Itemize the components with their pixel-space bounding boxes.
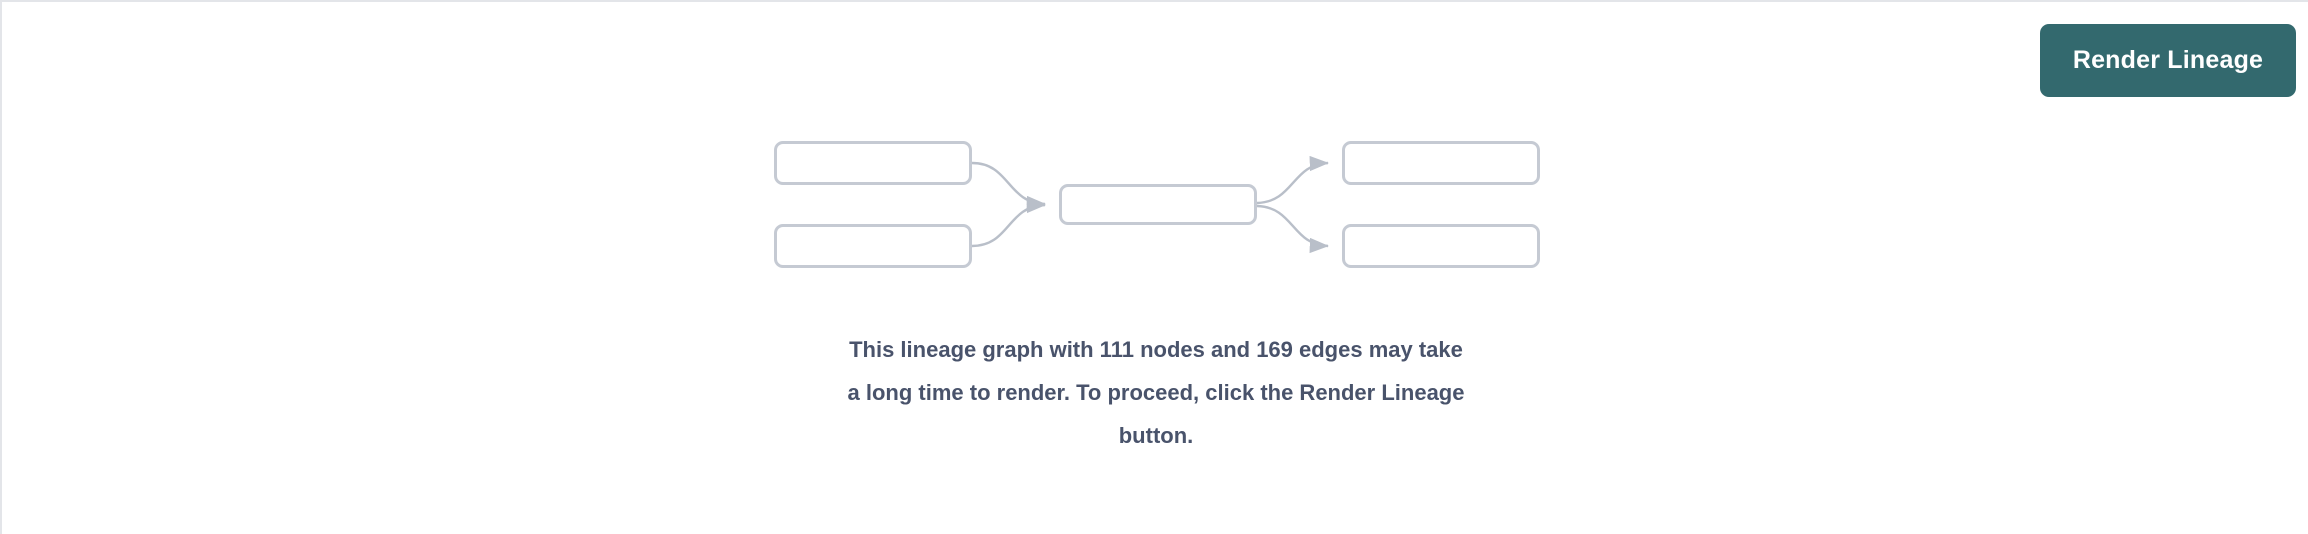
graph-node-left-top [774, 141, 972, 185]
warning-line-2: a long time to render. To proceed, click… [847, 380, 1465, 405]
lineage-edges-svg [971, 155, 1329, 254]
graph-node-left-bottom [774, 224, 972, 268]
warning-line-1: This lineage graph with 111 nodes and 16… [849, 337, 1463, 362]
edge-left-top-to-center [971, 161, 1046, 212]
graph-node-right-top [1342, 141, 1540, 185]
edge-left-bottom-to-center [971, 197, 1046, 248]
lineage-graph-placeholder [2, 2, 2308, 302]
edge-center-to-right-top [1256, 155, 1329, 205]
graph-node-right-bottom [1342, 224, 1540, 268]
lineage-warning-message: This lineage graph with 111 nodes and 16… [2, 328, 2308, 457]
graph-node-center [1059, 184, 1257, 225]
warning-line-3: button. [1118, 423, 1194, 448]
render-lineage-button[interactable]: Render Lineage [2040, 24, 2296, 97]
edge-center-to-right-bottom [1256, 204, 1329, 254]
